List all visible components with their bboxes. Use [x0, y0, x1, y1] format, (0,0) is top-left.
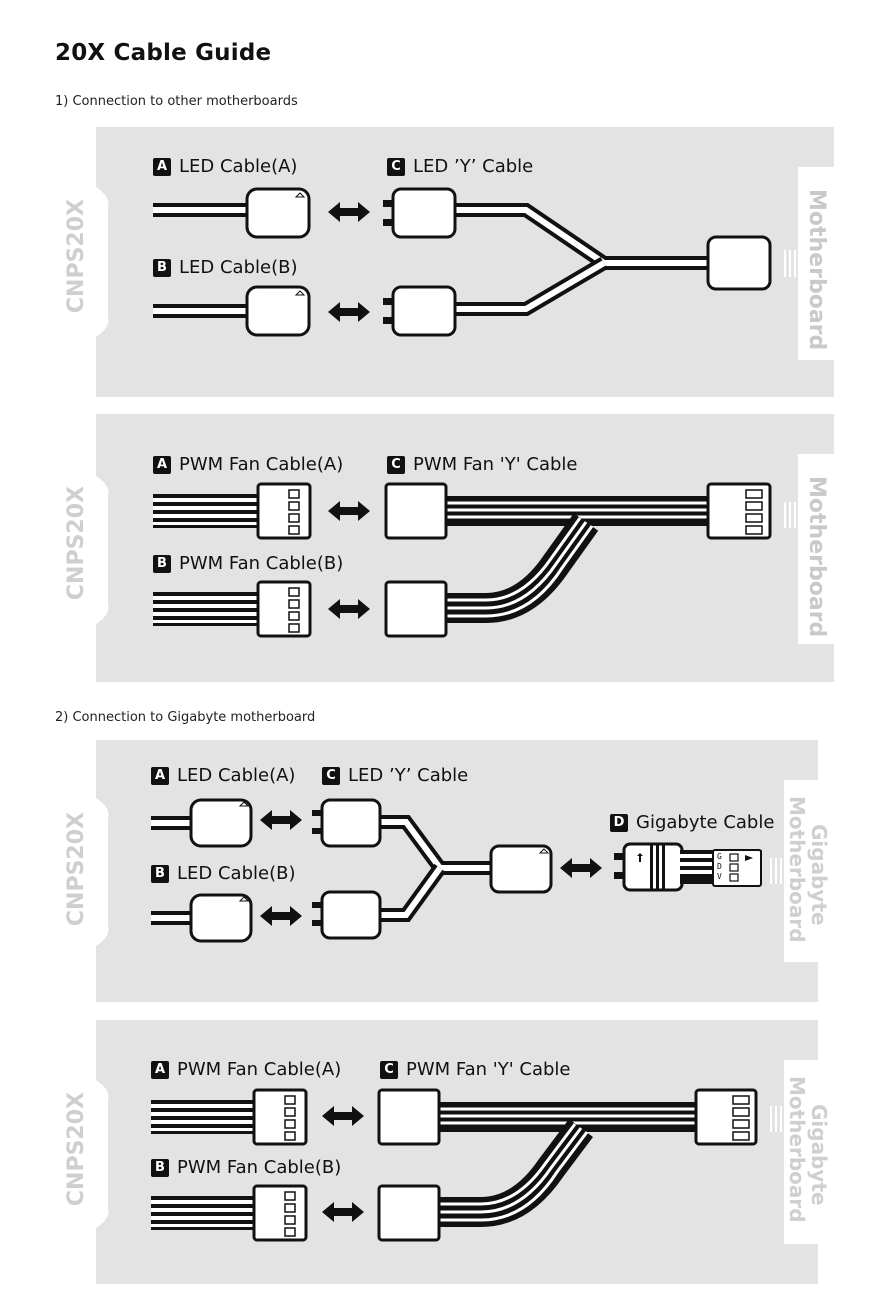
target-label: Motherboard Gigabyte — [785, 1076, 831, 1223]
cooler-body — [56, 127, 109, 397]
target-label-line1: Gigabyte — [807, 1104, 831, 1206]
pin-letter-v: V — [717, 872, 722, 881]
arrow-a — [328, 202, 370, 222]
led-cable-b — [151, 893, 253, 943]
page-title: 20X Cable Guide — [55, 40, 272, 66]
led-y-cable — [383, 187, 772, 337]
device-label: CNPS20X — [64, 1092, 89, 1207]
pwm-diagram — [56, 414, 834, 682]
pwm-cable-a — [151, 1088, 308, 1146]
target-label-line1: Gigabyte — [807, 824, 831, 926]
cooler-body — [56, 414, 109, 682]
target-label: Motherboard — [804, 476, 829, 638]
target-label-line2: Motherboard — [785, 1076, 809, 1223]
target-label-line2: Motherboard — [785, 796, 809, 943]
section-2-label: 2) Connection to Gigabyte motherboard — [55, 710, 316, 725]
section-1-label: 1) Connection to other motherboards — [55, 94, 298, 109]
pwm-cable-b — [153, 580, 312, 638]
cooler-body — [56, 1020, 109, 1284]
pwm-y-cable — [384, 482, 772, 638]
led-cable-b — [153, 285, 311, 337]
gigabyte-motherboard-block — [784, 1060, 818, 1244]
target-label: Motherboard Gigabyte — [785, 796, 831, 943]
pin-letters: G D V — [717, 852, 722, 882]
pwm-y-cable — [377, 1088, 758, 1242]
device-label: CNPS20X — [64, 486, 89, 601]
arrow-b — [328, 302, 370, 322]
pwm-cable-b — [151, 1184, 308, 1242]
pwm-cable-a — [153, 482, 312, 540]
led-y-cable — [312, 798, 553, 940]
led-cable-a — [151, 798, 253, 848]
pin-letter-g: G — [717, 852, 722, 861]
target-label: Motherboard — [804, 189, 829, 351]
led-diagram — [56, 127, 834, 397]
motherboard-block — [798, 454, 834, 644]
led-gigabyte-diagram — [56, 740, 818, 1002]
led-cable-a — [153, 187, 311, 239]
gigabyte-cable — [614, 842, 762, 892]
device-label: CNPS20X — [64, 199, 89, 314]
motherboard-block — [798, 167, 834, 360]
cooler-body — [56, 740, 109, 1002]
gigabyte-motherboard-block — [784, 780, 818, 962]
pin-letter-d: D — [717, 862, 722, 871]
device-label: CNPS20X — [64, 812, 89, 927]
pwm-gigabyte-diagram — [56, 1020, 818, 1284]
